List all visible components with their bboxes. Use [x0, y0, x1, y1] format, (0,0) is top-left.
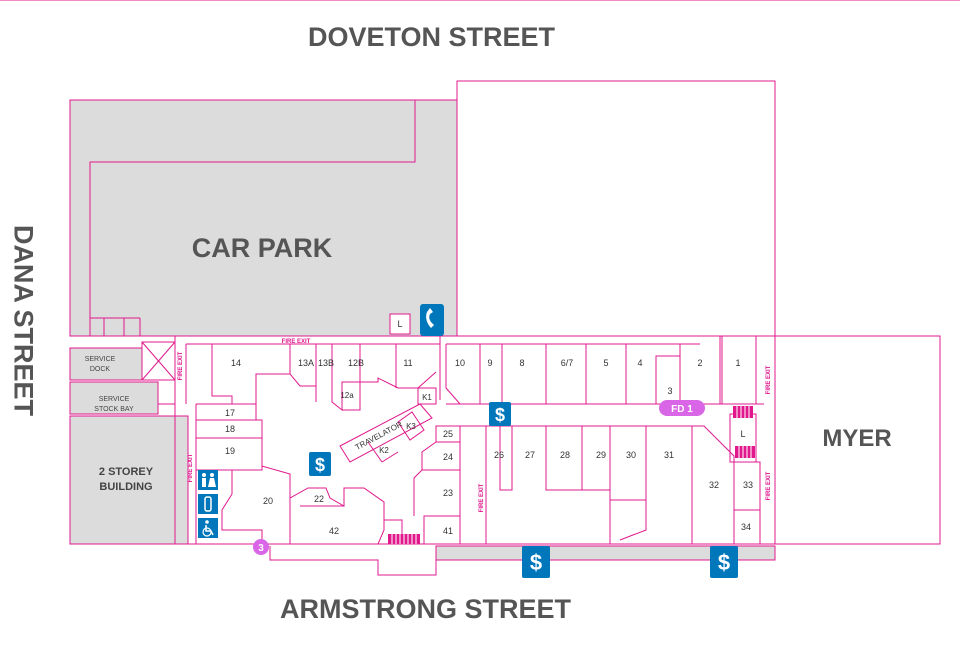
shop-41: 41 [443, 526, 453, 536]
escalator-east [733, 406, 753, 418]
shop-42: 42 [329, 526, 339, 536]
shop-6-7: 6/7 [561, 358, 574, 368]
myer-area: MYER [822, 425, 891, 452]
shop-10: 10 [455, 358, 465, 368]
shop-28: 28 [560, 450, 570, 460]
shop-27: 27 [525, 450, 535, 460]
shop-5: 5 [603, 358, 608, 368]
car-park-area: CAR PARK [69, 99, 458, 337]
escalator-east-lower [735, 446, 755, 458]
shop-32: 32 [709, 480, 719, 490]
shop-13a: 13A [298, 358, 314, 368]
shop-outlines [196, 335, 764, 545]
shop-20: 20 [263, 496, 273, 506]
shop-12b: 12B [348, 358, 364, 368]
baby-change-icon[interactable] [198, 494, 218, 514]
escalator-south [388, 534, 420, 544]
atm-icon[interactable]: $ [710, 546, 738, 578]
lift-east[interactable]: L [740, 429, 745, 439]
shop-30: 30 [626, 450, 636, 460]
shop-23: 23 [443, 488, 453, 498]
shop-17: 17 [225, 408, 235, 418]
shop-19: 19 [225, 446, 235, 456]
shop-34: 34 [741, 522, 751, 532]
street-armstrong: ARMSTRONG STREET [280, 594, 572, 624]
shop-33: 33 [743, 480, 753, 490]
shop-2: 2 [697, 358, 702, 368]
kiosk-k1: K1 [422, 393, 432, 402]
fire-exit-east-1: FIRE EXIT [766, 365, 772, 394]
atm-icon[interactable]: $ [489, 402, 511, 426]
car-park-label: CAR PARK [192, 233, 333, 263]
shop-8: 8 [519, 358, 524, 368]
shop-14: 14 [231, 358, 241, 368]
atm-icon[interactable]: $ [522, 546, 550, 578]
shop-13b: 13B [318, 358, 334, 368]
svg-text:$: $ [530, 550, 542, 575]
mall-outline [174, 335, 776, 545]
svg-text:FD 1: FD 1 [671, 404, 693, 415]
entry-3-marker[interactable]: 3 [253, 539, 269, 555]
shop-18: 18 [225, 424, 235, 434]
shop-3: 3 [667, 386, 672, 396]
fd1-badge[interactable]: FD 1 [659, 400, 705, 416]
shop-1: 1 [735, 358, 740, 368]
fire-exit-centre: FIRE EXIT [479, 483, 485, 512]
street-doveton: DOVETON STREET [308, 22, 556, 52]
shop-9: 9 [487, 358, 492, 368]
shop-4: 4 [637, 358, 642, 368]
svg-text:MYER: MYER [822, 425, 891, 452]
svg-text:$: $ [495, 405, 505, 425]
svg-text:$: $ [718, 550, 730, 575]
shop-29: 29 [596, 450, 606, 460]
toilets-icon[interactable] [198, 470, 218, 490]
accessible-icon[interactable] [198, 518, 218, 538]
svg-text:L: L [740, 429, 745, 439]
fire-exit-east-2: FIRE EXIT [766, 471, 772, 500]
atm-icon[interactable]: $ [309, 452, 331, 476]
fire-exit-north: FIRE EXIT [282, 339, 311, 345]
upper-block-outline [456, 80, 776, 337]
shop-25: 25 [443, 429, 453, 439]
svg-text:3: 3 [258, 543, 264, 554]
shop-24: 24 [443, 452, 453, 462]
shop-22: 22 [314, 494, 324, 504]
fire-exit-west-1: FIRE EXIT [178, 351, 184, 380]
shop-number-labels: 14 13A 13B 12B 11 12a 10 9 8 6/7 5 4 2 1… [225, 358, 753, 536]
shop-26: 26 [494, 450, 504, 460]
fire-exit-labels: FIRE EXIT FIRE EXIT FIRE EXIT FIRE EXIT … [178, 339, 772, 512]
kiosk-k3: K3 [406, 422, 416, 431]
fire-exit-west-2: FIRE EXIT [188, 453, 194, 482]
lift-north[interactable]: L [389, 313, 411, 335]
svg-text:L: L [397, 319, 402, 329]
phone-icon[interactable] [420, 304, 444, 336]
svg-text:$: $ [315, 455, 325, 475]
shop-31: 31 [664, 450, 674, 460]
shop-11: 11 [403, 358, 412, 368]
shop-12a: 12a [340, 391, 354, 400]
kiosk-k2: K2 [379, 446, 389, 455]
